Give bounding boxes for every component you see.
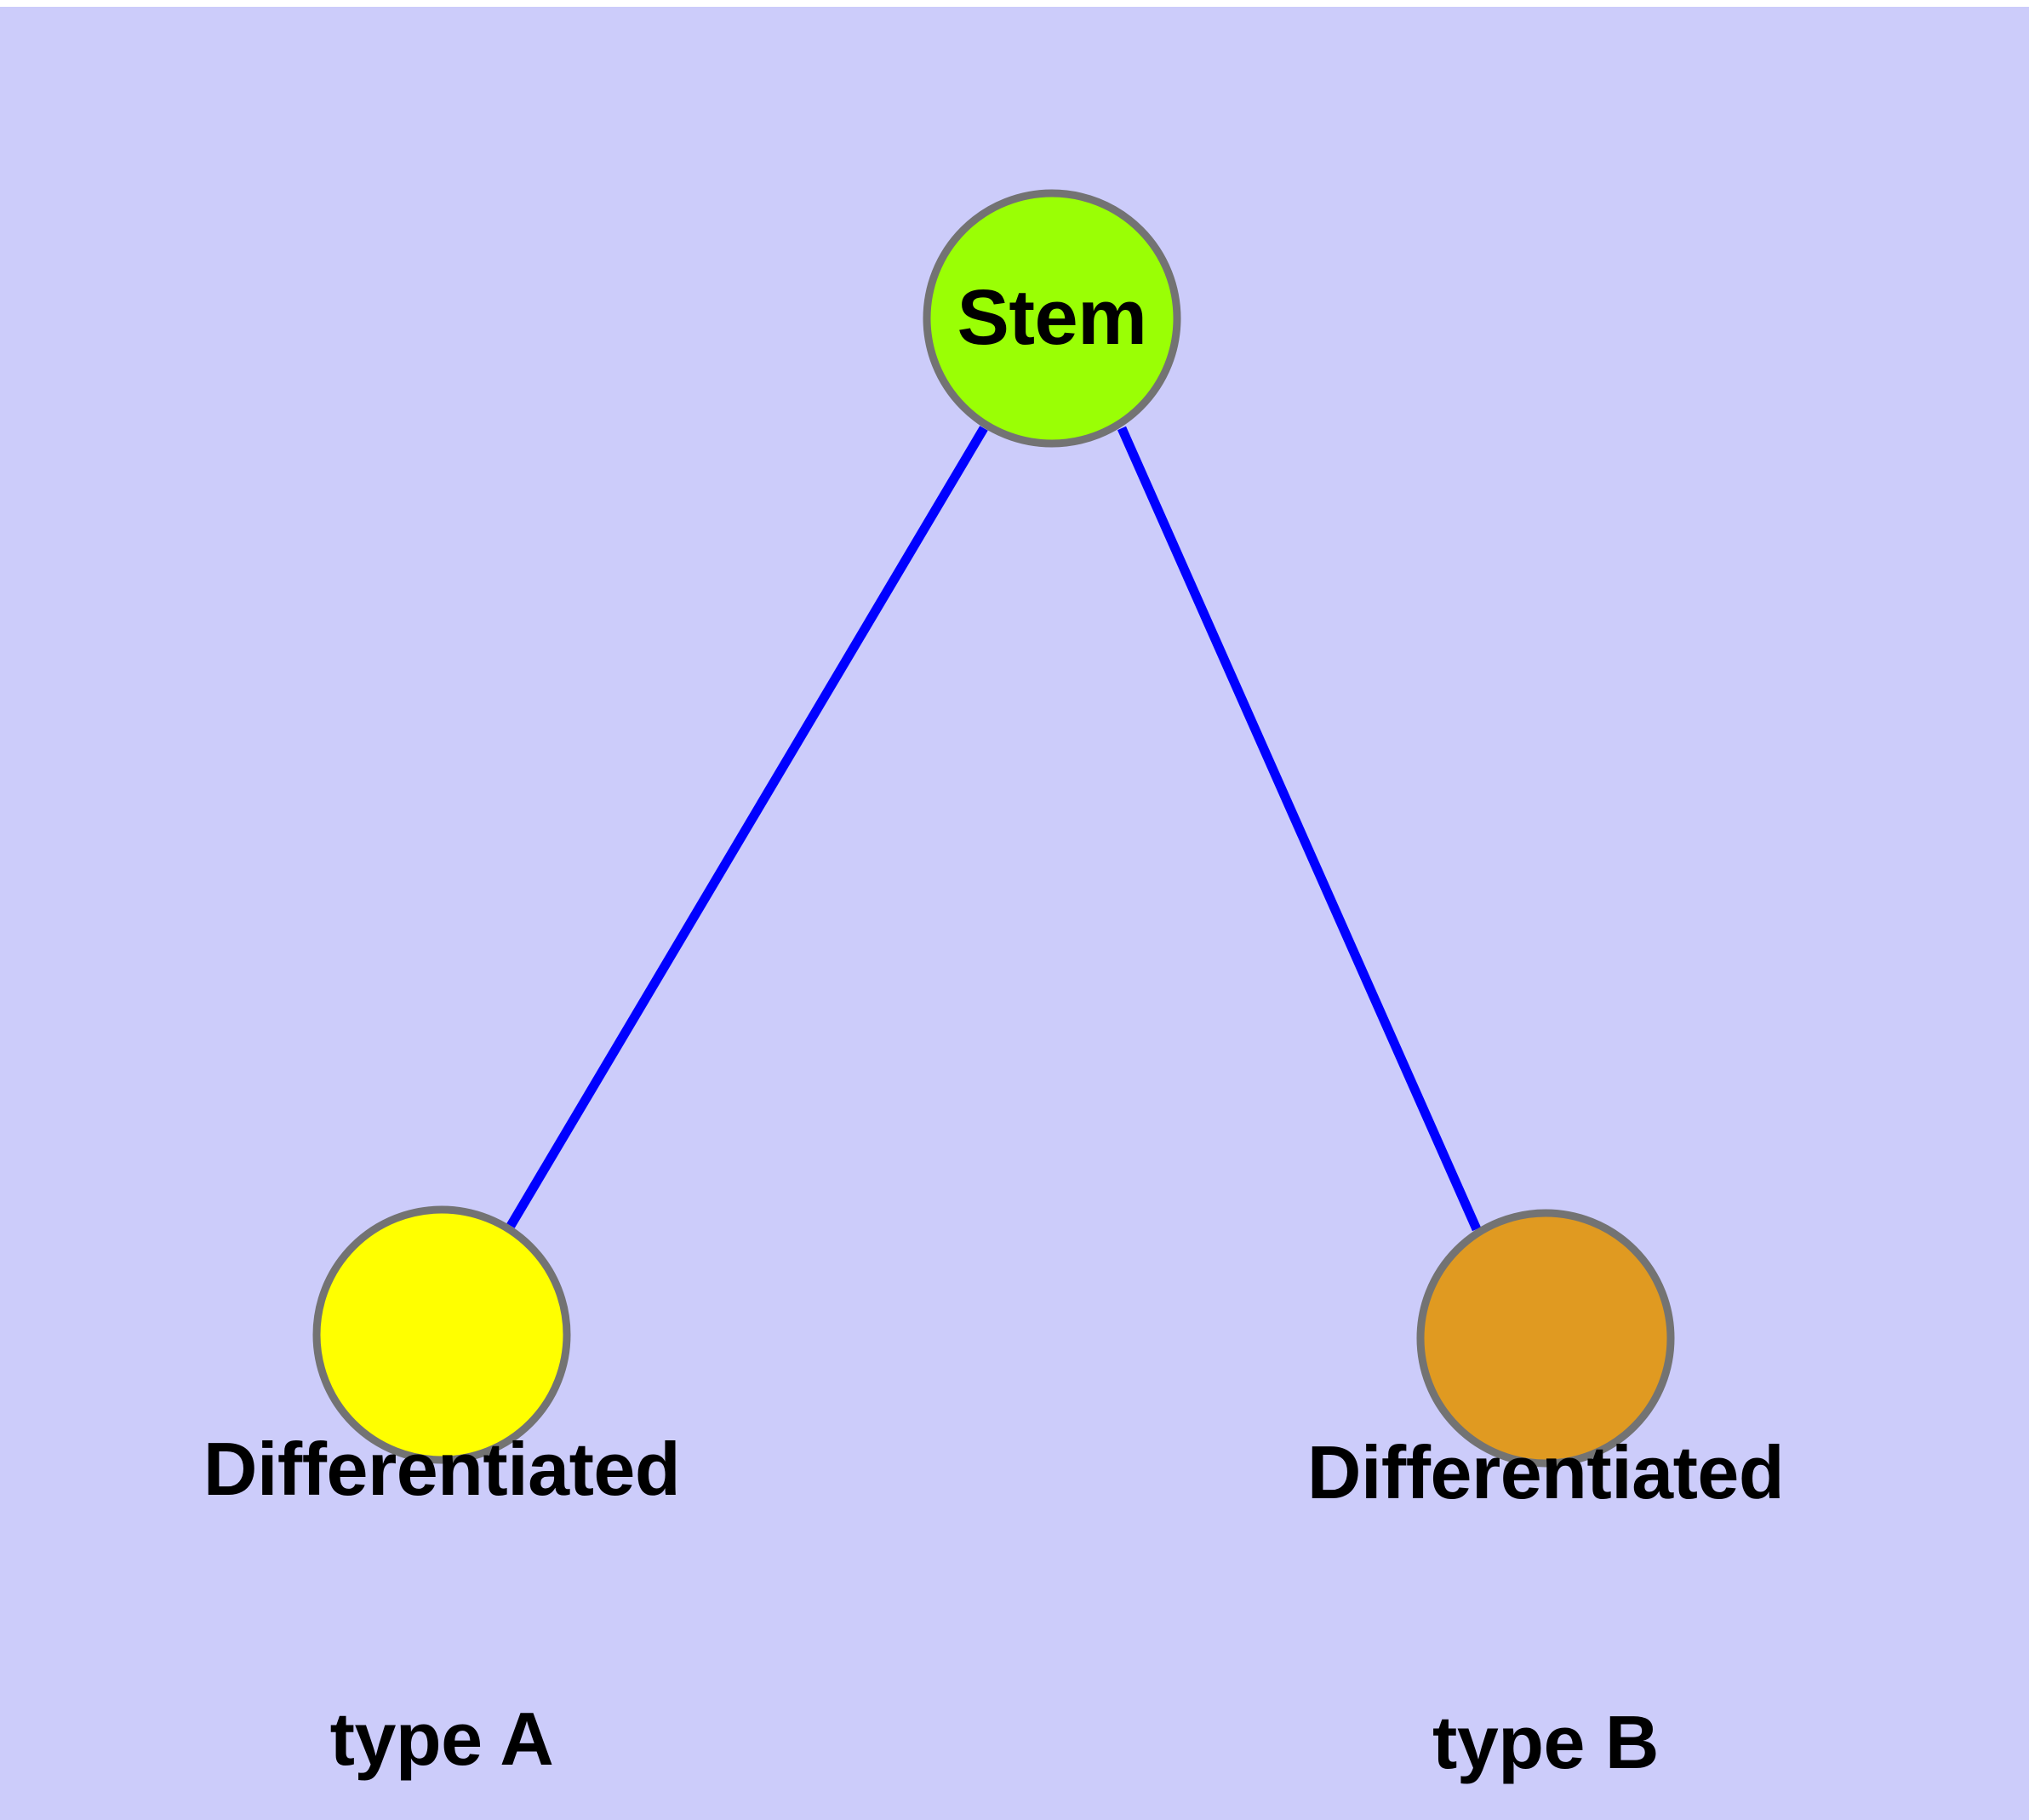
edge-stem-to-diff-a	[506, 426, 988, 1228]
node-differentiated-type-a[interactable]	[312, 1205, 571, 1464]
edge-stem-to-diff-b	[1117, 426, 1482, 1232]
node-differentiated-type-b[interactable]	[1416, 1209, 1675, 1468]
edge-layer	[506, 426, 1482, 1232]
node-stem[interactable]	[923, 189, 1181, 448]
node-layer	[312, 189, 1675, 1468]
